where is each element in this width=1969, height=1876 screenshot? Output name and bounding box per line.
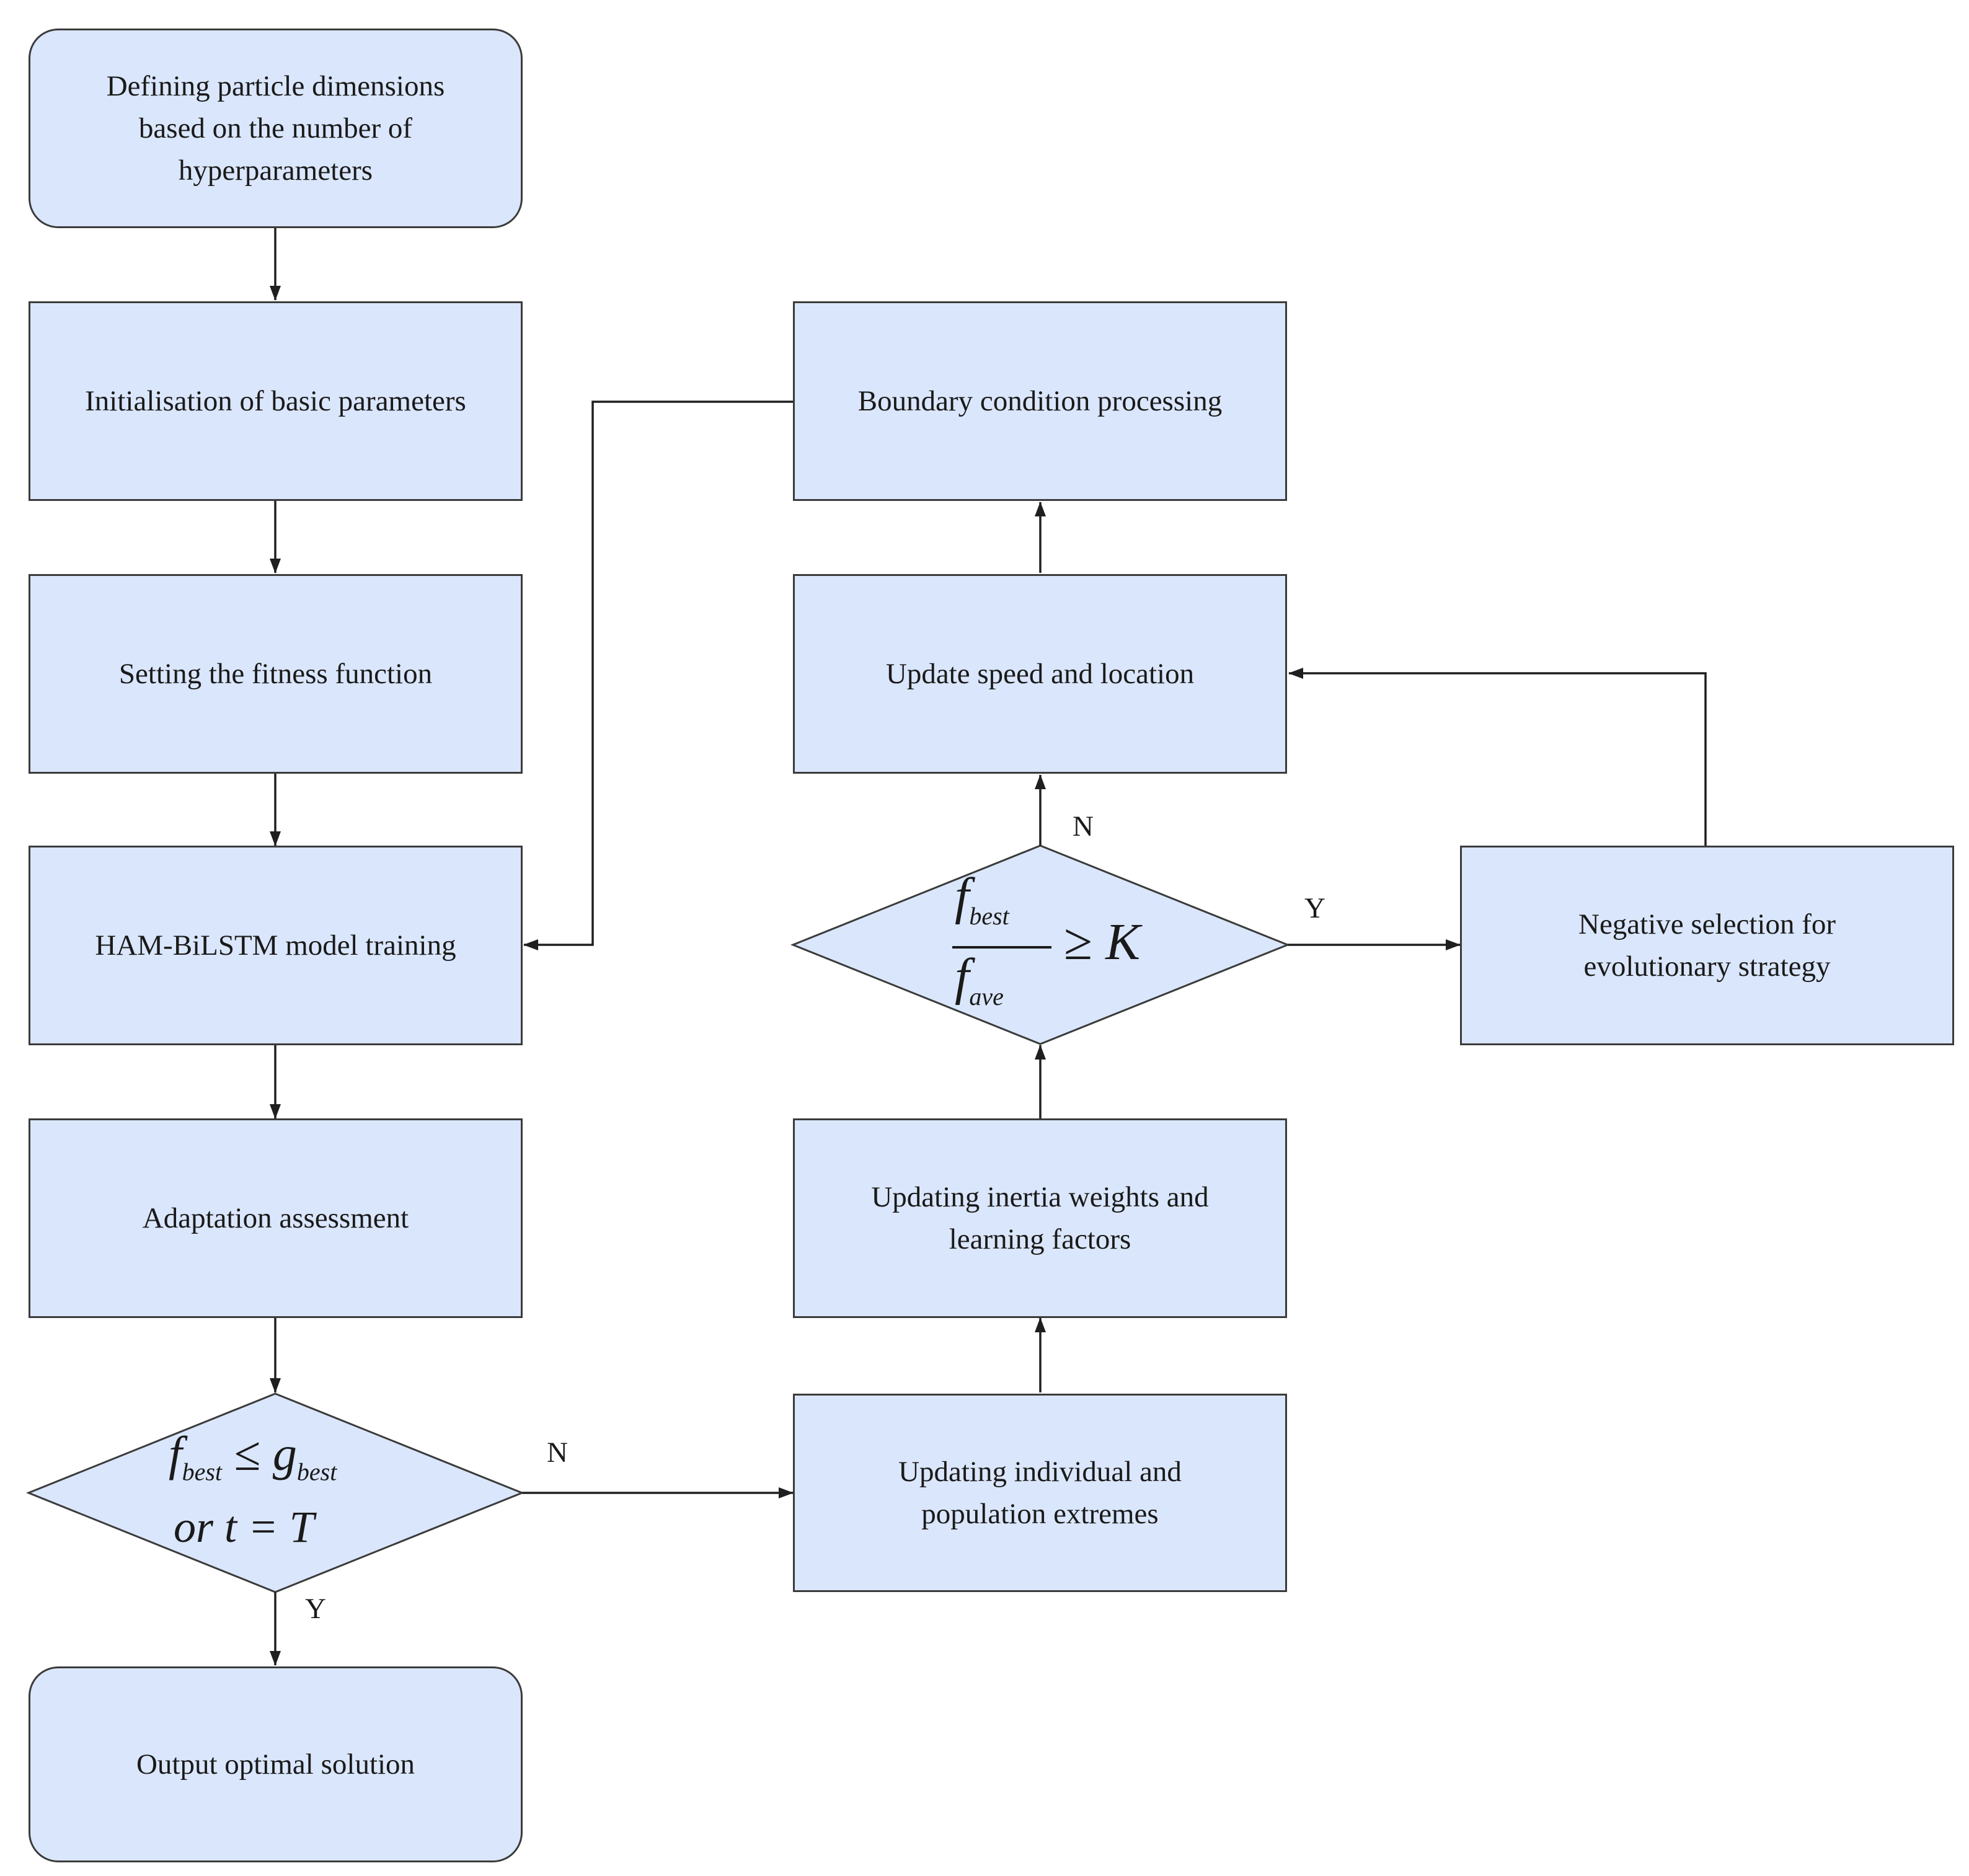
boundary-processing-label: Boundary condition processing — [857, 385, 1223, 417]
update-extremes-line-1: Updating individual and — [898, 1456, 1182, 1488]
negative-selection-line-2: evolutionary strategy — [1583, 950, 1831, 983]
define-dimensions-line-2: based on the number of — [138, 112, 413, 144]
boundary-processing-node: Boundary condition processing — [793, 301, 1287, 501]
ratio-decision-diamond — [790, 844, 1291, 1045]
ratio-fraction-bar — [952, 946, 1051, 949]
arrow-boundary-to-training — [523, 400, 793, 950]
update-speed-location-node: Update speed and location — [793, 574, 1287, 774]
init-parameters-node: Initialisation of basic parameters — [29, 301, 523, 501]
ratio-no-label: N — [1073, 810, 1094, 843]
ratio-denominator: fave — [955, 948, 1004, 1011]
adaptation-assessment-label: Adaptation assessment — [142, 1202, 409, 1234]
define-dimensions-node: Defining particle dimensions based on th… — [29, 29, 523, 228]
output-solution-node: Output optimal solution — [29, 1666, 523, 1862]
update-inertia-line-2: learning factors — [949, 1223, 1131, 1255]
negative-selection-line-1: Negative selection for — [1578, 908, 1836, 940]
ratio-numerator: fbest — [955, 867, 1009, 930]
fitness-function-node: Setting the fitness function — [29, 574, 523, 774]
adaptation-assessment-node: Adaptation assessment — [29, 1118, 523, 1318]
negative-selection-node: Negative selection for evolutionary stra… — [1460, 846, 1954, 1045]
init-parameters-label: Initialisation of basic parameters — [85, 385, 466, 417]
ratio-yes-label: Y — [1304, 892, 1325, 924]
update-extremes-line-2: population extremes — [921, 1498, 1159, 1530]
update-inertia-line-1: Updating inertia weights and — [871, 1181, 1209, 1213]
update-extremes-node: Updating individual and population extre… — [793, 1394, 1287, 1592]
update-speed-location-label: Update speed and location — [885, 658, 1195, 690]
ratio-relation: ≥ K — [1064, 913, 1141, 971]
update-inertia-node: Updating inertia weights and learning fa… — [793, 1118, 1287, 1318]
termination-condition-line-1: fbest ≤ gbest — [169, 1427, 337, 1486]
termination-yes-label: Y — [305, 1593, 326, 1625]
output-solution-label: Output optimal solution — [136, 1748, 415, 1781]
arrow-negative-selection-to-update-speed — [1288, 668, 1707, 846]
define-dimensions-line-3: hyperparameters — [178, 154, 373, 187]
termination-condition-line-2: or t = T — [174, 1502, 314, 1552]
define-dimensions-line-1: Defining particle dimensions — [106, 70, 445, 102]
fitness-function-label: Setting the fitness function — [118, 658, 433, 690]
model-training-label: HAM-BiLSTM model training — [95, 929, 456, 962]
termination-no-label: N — [547, 1436, 568, 1469]
model-training-node: HAM-BiLSTM model training — [29, 846, 523, 1045]
